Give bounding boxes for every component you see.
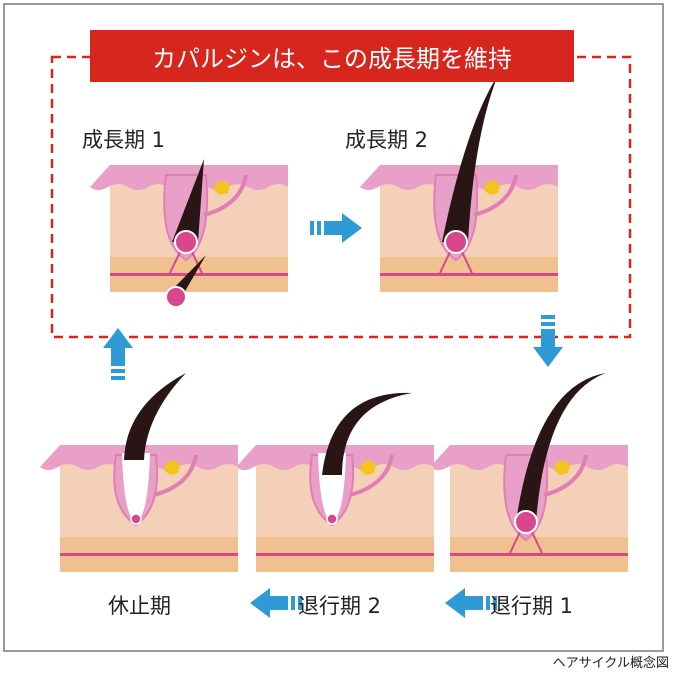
sebaceous-gland [214, 180, 230, 195]
skin-panel-regression-1 [430, 373, 628, 572]
hair [172, 159, 204, 242]
label-regression-1: 退行期 1 [490, 594, 574, 618]
label-growth-2: 成長期 2 [345, 128, 429, 152]
hair-bulb [514, 510, 538, 534]
sebaceous-gland [164, 460, 180, 475]
sebaceous-gland [484, 180, 500, 195]
skin-panel-growth-1 [90, 159, 288, 308]
hair [322, 392, 412, 475]
skin-panel-growth-2 [360, 75, 558, 292]
label-rest: 休止期 [108, 594, 171, 618]
label-growth-1: 成長期 1 [82, 128, 166, 152]
arrow-right-icon [310, 213, 362, 243]
hair [442, 75, 498, 242]
banner-title: カパルジンは、この成長期を維持 [90, 30, 574, 82]
arrow-left-icon [445, 588, 497, 618]
caption: ヘアサイクル概念図 [552, 656, 669, 671]
hair-bulb [444, 230, 468, 254]
arrow-down-icon [533, 315, 563, 367]
hair [124, 373, 186, 460]
skin-panel-regression-2 [236, 392, 434, 572]
skin-panel-rest [40, 373, 238, 572]
sebaceous-gland [360, 460, 376, 475]
hair-bulb [174, 230, 198, 254]
sebaceous-gland [554, 460, 570, 475]
hair [516, 373, 606, 522]
outer-frame [3, 3, 664, 652]
arrow-up-icon [103, 328, 133, 380]
arrow-left-icon-2 [250, 588, 302, 618]
label-regression-2: 退行期 2 [298, 594, 382, 618]
